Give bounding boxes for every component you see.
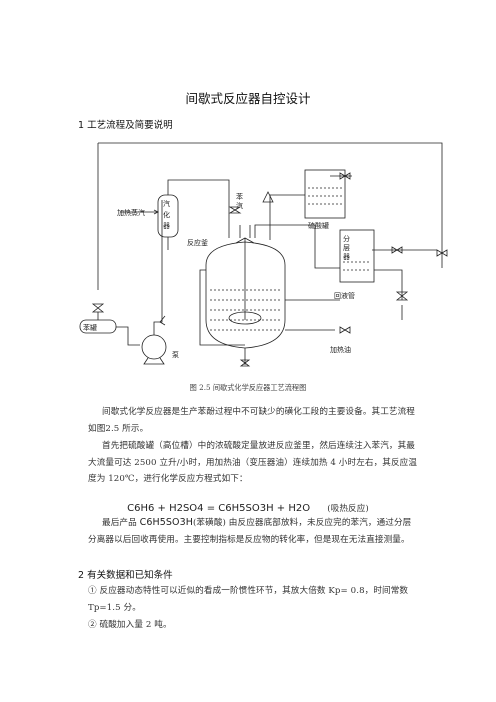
equation-note: (吸热反应) [327, 504, 369, 514]
pump [141, 334, 167, 360]
label-separator-1: 分 [343, 234, 350, 243]
label-steam: 加热蒸汽 [117, 208, 145, 217]
separator-valve [391, 246, 403, 254]
process-flow-diagram: 加热蒸汽 汽 化 器 苯 汽 硫酸罐 反应釜 分 层 器 回液管 苯罐 泵 加热… [79, 142, 448, 367]
benzene-vapor-valve [228, 206, 242, 214]
condition-marker-2: ② [88, 620, 97, 630]
label-reactor: 反应釜 [187, 238, 208, 247]
equation-row: C6H6 + H2SO4 = C6H5SO3H + H2O (吸热反应) [0, 496, 496, 518]
right-valve [436, 249, 448, 257]
label-sulfuric-tank: 硫酸罐 [308, 221, 329, 230]
label-benzene-vapor-2: 汽 [236, 201, 243, 210]
drain-valve [239, 359, 251, 367]
label-vaporizer-1: 汽 [163, 199, 170, 208]
label-recycle: 回液管 [334, 291, 355, 300]
label-vaporizer-3: 器 [163, 222, 170, 230]
condition-text-1: 反应器动态特性可以近似的看成一阶惯性环节，其放大倍数 Kp= 0.8，时间常数 … [88, 586, 409, 613]
separator [339, 229, 375, 283]
condition-item-2: ② 硫酸加入量 2 吨。 [88, 617, 420, 634]
benzene-valve [91, 303, 105, 313]
sulfuric-valve [262, 191, 274, 203]
section-2-heading: 2 有关数据和已知条件 [78, 570, 173, 581]
sulfuric-tank [304, 169, 346, 219]
reaction-equation: C6H6 + H2SO4 = C6H5SO3H + H2O [127, 503, 311, 514]
paragraph-3-prefix: 最后产品 [102, 518, 140, 528]
paragraph-1: 间歇式化学反应器是生产苯酚过程中不可缺少的磺化工段的主要设备。其工艺流程如图2.… [88, 407, 415, 434]
heating-oil-valve [339, 326, 351, 334]
label-benzene-tank: 苯罐 [83, 323, 97, 332]
condition-marker-1: ① [88, 586, 97, 596]
paragraph-2: 首先把硫酸罐（高位槽）中的浓硫酸定量放进反应釜里，然后连续注入苯汽，其最大流量可… [88, 441, 418, 484]
label-vaporizer-2: 化 [163, 210, 170, 219]
label-separator-2: 层 [343, 244, 350, 252]
page-title: 间歇式反应器自控设计 [185, 91, 311, 106]
label-benzene-vapor-1: 苯 [236, 192, 243, 201]
label-pump: 泵 [172, 351, 179, 359]
paragraph-3: 最后产品 C6H5SO3H(苯磺酸) 由反应器底部放料，未反应完的苯汽，通过分层… [88, 515, 420, 548]
condition-item-1: ① 反应器动态特性可以近似的看成一阶惯性环节，其放大倍数 Kp= 0.8，时间常… [88, 583, 420, 616]
paragraph-3-body: (苯磺酸) 由反应器底部放料，未反应完的苯汽，通过分层分离器以后回收再使用。主要… [88, 518, 412, 545]
condition-text-2: 硫酸加入量 2 吨。 [99, 620, 172, 630]
paragraph-3-product: C6H5SO3H [139, 517, 193, 528]
label-heating-oil: 加热油 [330, 345, 351, 354]
reactor-vessel [205, 241, 286, 349]
figure-caption: 图 2.5 间歇式化学反应器工艺流程图 [189, 383, 307, 392]
label-separator-3: 器 [343, 253, 350, 261]
sulfuric-inlet-valve [339, 172, 351, 180]
separator-drain-valve [395, 291, 409, 301]
top-return-pipe [98, 142, 443, 268]
section-1-heading: 1 工艺流程及简要说明 [78, 120, 173, 131]
